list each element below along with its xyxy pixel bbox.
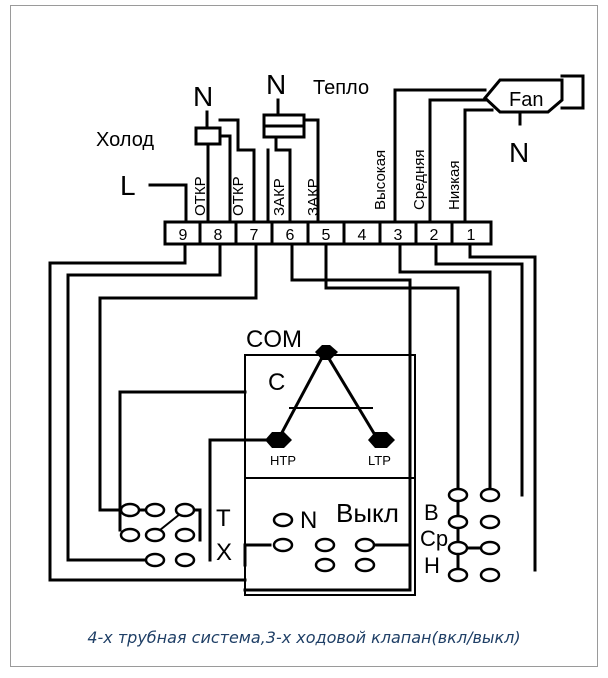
t-label: T bbox=[216, 505, 231, 532]
contact-oval bbox=[354, 537, 376, 553]
terminal-3-number: 3 bbox=[394, 227, 403, 244]
switch-n-label: N bbox=[300, 507, 317, 534]
cp-label: Cp bbox=[420, 526, 448, 551]
fan-box bbox=[482, 78, 564, 114]
contact-oval bbox=[314, 557, 336, 573]
contact-oval bbox=[447, 540, 469, 556]
terminal-4-number: 4 bbox=[358, 227, 367, 244]
ltp-node-icon bbox=[368, 432, 395, 448]
fan-label: Fan bbox=[509, 89, 543, 111]
x-label: X bbox=[216, 539, 232, 566]
contact-oval bbox=[447, 514, 469, 530]
terminal-2-label: Низкая bbox=[446, 161, 463, 210]
contact-oval bbox=[144, 527, 166, 543]
h-label: H bbox=[424, 553, 440, 578]
contact-oval bbox=[447, 487, 469, 503]
terminal-4-label: Высокая bbox=[372, 150, 389, 210]
contact-oval bbox=[119, 527, 141, 543]
contact-oval bbox=[479, 514, 501, 530]
contact-oval bbox=[144, 502, 166, 518]
terminal-block bbox=[163, 220, 493, 246]
b-label: B bbox=[424, 500, 439, 525]
off-label: Выкл bbox=[336, 498, 399, 528]
c-label: C bbox=[268, 369, 285, 396]
l-label: L bbox=[120, 170, 136, 201]
contact-oval bbox=[447, 567, 469, 583]
com-label: COM bbox=[246, 326, 302, 353]
htp-label: HTP bbox=[270, 453, 296, 468]
cold-label: Холод bbox=[96, 129, 154, 151]
terminal-7-number: 7 bbox=[250, 227, 259, 244]
terminal-6-label: ЗАКР bbox=[305, 178, 322, 216]
com-node-icon bbox=[315, 345, 338, 360]
cold-valve-n-label: N bbox=[193, 81, 213, 112]
contact-oval bbox=[479, 540, 501, 556]
htp-node-icon bbox=[265, 432, 292, 448]
terminal-5-number: 5 bbox=[322, 227, 331, 244]
contact-oval bbox=[272, 537, 294, 553]
contact-oval bbox=[144, 552, 166, 568]
contact-oval bbox=[272, 512, 294, 528]
diagram-frame bbox=[10, 5, 598, 667]
contact-oval bbox=[479, 567, 501, 583]
ltp-label: LTP bbox=[368, 453, 391, 468]
fan-n-label: N bbox=[509, 137, 529, 168]
contact-oval bbox=[174, 502, 196, 518]
heat-valve-n-label: N bbox=[266, 69, 286, 100]
contact-oval bbox=[119, 502, 141, 518]
terminal-7-label: ЗАКР bbox=[271, 178, 288, 216]
terminal-9-label: ОТКР bbox=[192, 176, 209, 216]
cold-valve-box bbox=[194, 126, 222, 146]
terminal-2-number: 2 bbox=[430, 227, 439, 244]
heat-label: Тепло bbox=[313, 77, 369, 99]
contact-oval bbox=[354, 557, 376, 573]
terminal-3-label: Средняя bbox=[411, 150, 428, 210]
diagram-caption: 4-х трубная система,3-х ходовой клапан(в… bbox=[87, 628, 521, 647]
terminal-1-number: 1 bbox=[467, 227, 476, 244]
contact-oval bbox=[174, 552, 196, 568]
terminal-8-number: 8 bbox=[214, 227, 223, 244]
terminal-8-label: ОТКР bbox=[230, 176, 247, 216]
contact-oval bbox=[479, 487, 501, 503]
contact-oval bbox=[174, 527, 196, 543]
terminal-9-number: 9 bbox=[179, 227, 188, 244]
contact-oval bbox=[314, 537, 336, 553]
terminal-6-number: 6 bbox=[286, 227, 295, 244]
